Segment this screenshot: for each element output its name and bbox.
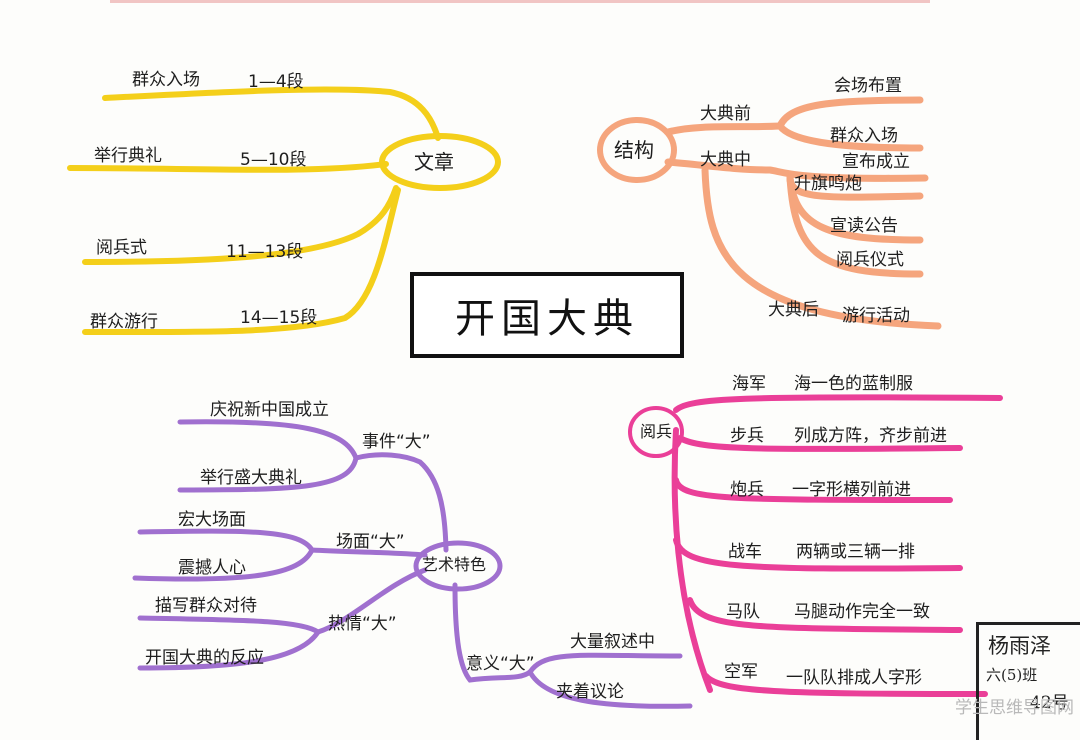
yellow-item-2-range: 5—10段: [240, 150, 307, 170]
purple-passion-child-2: 开国大典的反应: [145, 648, 264, 668]
yellow-branch-3: [82, 185, 399, 265]
orange-before-child-1: 会场布置: [834, 76, 902, 96]
yellow-item-3-label: 阅兵式: [96, 238, 147, 258]
signature-box: [976, 622, 1080, 740]
signature-number: 42号: [1030, 693, 1069, 713]
yellow-hub-label: 文章: [414, 150, 454, 174]
purple-sub-1: [177, 419, 359, 461]
orange-branch-before: [664, 122, 784, 136]
purple-sub-8: [527, 669, 693, 709]
purple-scene-child-1: 宏大场面: [178, 510, 246, 530]
signature-name: 杨雨泽: [988, 634, 1051, 658]
orange-during-label: 大典中: [700, 150, 751, 170]
purple-meaning-label: 意义“大”: [466, 654, 535, 674]
yellow-item-3-range: 11—13段: [226, 242, 304, 262]
purple-sub-5: [137, 615, 321, 635]
purple-hub-label: 艺术特色: [422, 555, 487, 574]
orange-branch-during: [664, 158, 929, 182]
purple-sub-2: [177, 455, 359, 493]
pink-row-1: [673, 394, 1003, 413]
orange-before-label: 大典前: [700, 104, 751, 124]
pink-row-2: [677, 435, 963, 452]
page-title: 开国大典: [455, 296, 639, 342]
orange-branches: [664, 96, 942, 330]
purple-event-child-1: 庆祝新中国成立: [210, 400, 329, 420]
yellow-item-4-label: 群众游行: [90, 312, 158, 332]
pink-hub-ring: [628, 406, 684, 458]
yellow-item-1-label: 群众入场: [132, 70, 200, 90]
purple-event-child-2: 举行盛大典礼: [200, 468, 302, 488]
purple-sub-4: [132, 547, 315, 582]
purple-event-label: 事件“大”: [362, 432, 431, 452]
orange-before-child-2: 群众入场: [830, 126, 898, 146]
pink-branches: [671, 394, 1003, 697]
purple-sub-3: [137, 528, 315, 553]
orange-after-note: 游行活动: [842, 306, 910, 326]
purple-scene-label: 场面“大”: [336, 532, 405, 552]
yellow-branch-4: [82, 187, 401, 336]
signature-class: 六(5)班: [986, 666, 1038, 684]
purple-branch-scene: [309, 547, 428, 558]
purple-passion-child-1: 描写群众对待: [155, 596, 257, 616]
purple-branch-event: [353, 452, 449, 553]
top-edge-line: [110, 0, 930, 3]
pink-row-1-unit: 海军: [732, 374, 766, 394]
purple-meaning-child-1: 大量叙述中: [570, 632, 655, 652]
pink-row-3: [673, 477, 953, 503]
purple-passion-label: 热情“大”: [328, 614, 397, 634]
pink-hub-label: 阅兵: [640, 422, 673, 441]
pink-trunk: [671, 427, 713, 693]
pink-row-2-unit: 步兵: [730, 426, 764, 446]
orange-after-label: 大典后: [768, 300, 819, 320]
orange-sub-review: [786, 174, 924, 278]
orange-hub-label: 结构: [614, 138, 654, 162]
purple-sub-6: [137, 629, 321, 671]
title-box: 开国大典: [410, 272, 684, 358]
orange-branch-after: [701, 166, 942, 330]
pink-row-6-desc: 一队队排成人字形: [786, 668, 922, 688]
purple-branch-meaning: [452, 582, 533, 683]
pink-row-6-unit: 空军: [724, 662, 758, 682]
orange-during-child-3: 宣读公告: [830, 216, 898, 236]
yellow-branches: [67, 86, 441, 336]
pink-row-3-unit: 炮兵: [730, 480, 764, 500]
pink-row-3-desc: 一字形横列前进: [792, 480, 911, 500]
purple-branches: [132, 419, 693, 709]
purple-meaning-child-2: 夹着议论: [556, 682, 624, 702]
yellow-item-4-range: 14—15段: [240, 308, 318, 328]
yellow-branch-1: [102, 86, 441, 141]
purple-scene-child-2: 震撼人心: [178, 558, 246, 578]
orange-sub-enter: [776, 122, 924, 152]
pink-row-1-desc: 海一色的蓝制服: [794, 374, 913, 394]
orange-hub-ring: [597, 117, 677, 183]
yellow-item-2-label: 举行典礼: [94, 146, 162, 166]
pink-row-2-desc: 列成方阵，齐步前进: [794, 426, 947, 446]
yellow-branch-2: [67, 161, 389, 173]
yellow-hub-ring: [379, 133, 501, 191]
pink-row-4: [673, 537, 963, 572]
purple-hub-ring: [413, 540, 503, 592]
watermark: 学生思维导图网: [955, 698, 1074, 718]
purple-sub-7: [527, 652, 683, 675]
orange-during-child-2: 升旗鸣炮: [794, 174, 862, 194]
pink-row-5: [687, 597, 963, 633]
orange-during-child-1: 宣布成立: [842, 152, 910, 172]
pink-row-4-unit: 战车: [728, 542, 762, 562]
orange-sub-hall: [776, 96, 924, 130]
pink-row-5-desc: 马腿动作完全一致: [794, 602, 930, 622]
pink-row-5-unit: 马队: [726, 602, 760, 622]
orange-during-child-4: 阅兵仪式: [836, 250, 904, 270]
pink-row-4-desc: 两辆或三辆一排: [796, 542, 915, 562]
pink-row-6: [703, 673, 988, 697]
yellow-item-1-range: 1—4段: [248, 72, 304, 92]
purple-branch-passion: [315, 567, 428, 635]
